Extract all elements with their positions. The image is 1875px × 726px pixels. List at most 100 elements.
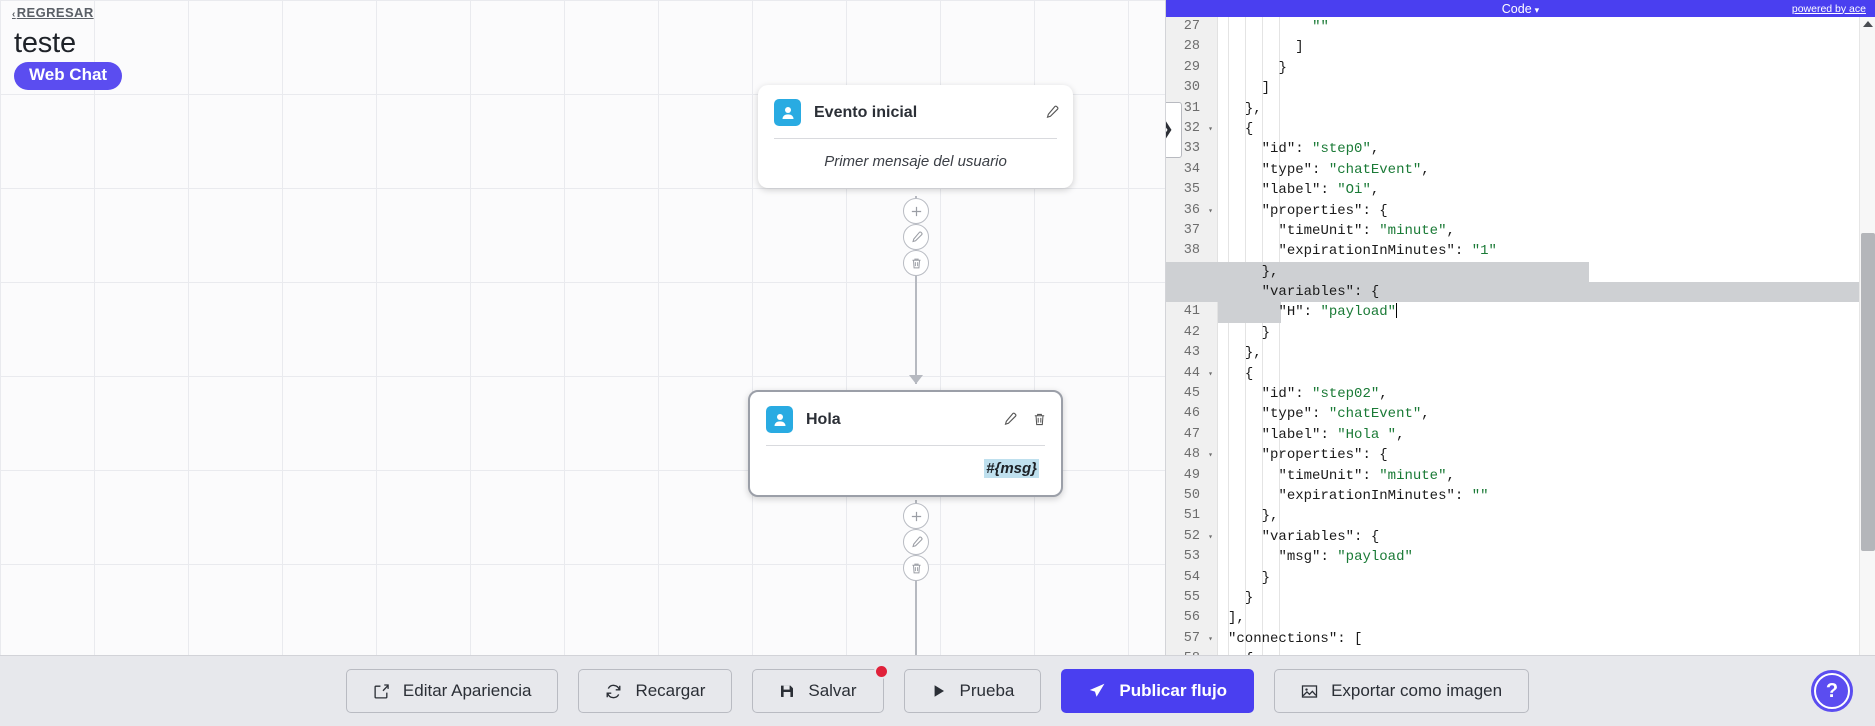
button-label: Salvar (808, 681, 857, 700)
pencil-icon (911, 230, 923, 242)
pencil-icon[interactable] (1044, 105, 1059, 120)
fold-arrow-icon[interactable]: ▾ (1208, 634, 1213, 644)
code-line[interactable]: ] (1261, 80, 1271, 97)
flow-node-hola[interactable]: Hola #{msg} (748, 390, 1063, 497)
line-number: 46 (1183, 406, 1200, 422)
line-number: 28 (1183, 39, 1200, 55)
code-line[interactable]: ], (1228, 610, 1245, 627)
trash-icon[interactable] (1032, 412, 1047, 427)
save-button[interactable]: Salvar (752, 664, 889, 713)
question-mark-icon: ? (1814, 673, 1850, 709)
node-actions (1044, 105, 1059, 120)
code-line[interactable]: } (1261, 569, 1271, 586)
line-number: 37 (1183, 222, 1200, 238)
code-line[interactable]: { (1244, 365, 1254, 382)
code-line[interactable]: "expirationInMinutes": "" (1278, 487, 1489, 504)
connector-actions-2 (903, 503, 929, 581)
fold-arrow-icon[interactable]: ▾ (1208, 369, 1213, 379)
line-number: 38 (1183, 243, 1200, 259)
back-link[interactable]: ‹REGRESAR (12, 5, 94, 20)
editor-scrollbar[interactable] (1859, 17, 1875, 655)
editor-mode-dropdown[interactable]: Code▾ (1166, 2, 1875, 16)
flow-node-evento-inicial[interactable]: Evento inicial Primer mensaje del usuari… (758, 85, 1073, 188)
fold-arrow-icon[interactable]: ▾ (1208, 206, 1213, 216)
code-line[interactable]: } (1244, 589, 1254, 606)
export-image-button[interactable]: Exportar como imagen (1274, 669, 1530, 713)
code-line[interactable]: "variables": { (1166, 282, 1875, 303)
line-number: 27 (1183, 19, 1200, 34)
code-line[interactable]: }, (1166, 261, 1859, 283)
code-line[interactable]: "expirationInMinutes": "1" (1278, 243, 1497, 260)
flow-canvas[interactable]: ‹REGRESAR teste Web Chat Evento inicial (0, 0, 1165, 655)
code-line[interactable]: "properties": { (1261, 202, 1388, 219)
code-line[interactable]: { (1244, 120, 1254, 137)
edit-connector-button[interactable] (903, 529, 929, 555)
code-line[interactable]: "H": "payload" (1218, 302, 1859, 324)
chevron-left-icon: ‹ (12, 9, 16, 20)
code-line[interactable]: }, (1244, 100, 1262, 117)
delete-connector-button[interactable] (903, 250, 929, 276)
fold-arrow-icon[interactable]: ▾ (1208, 532, 1213, 542)
plus-icon (911, 206, 921, 216)
code-line[interactable]: "msg": "payload" (1278, 549, 1413, 566)
node-actions (1002, 412, 1047, 427)
chevron-right-icon: ❯ (1166, 118, 1174, 143)
pencil-icon[interactable] (1002, 412, 1017, 427)
code-line[interactable]: "properties": { (1261, 447, 1388, 464)
code-line[interactable]: "timeUnit": "minute", (1278, 222, 1455, 239)
edit-appearance-button[interactable]: Editar Apariencia (345, 669, 559, 713)
fold-arrow-icon[interactable]: ▾ (1208, 451, 1213, 461)
add-step-button[interactable] (903, 198, 929, 224)
node-title: Evento inicial (814, 103, 918, 121)
publish-flow-button[interactable]: Publicar flujo (1061, 669, 1255, 713)
code-line[interactable]: ] (1295, 39, 1304, 56)
line-number: 52▾ (1166, 527, 1217, 547)
send-icon (1090, 683, 1105, 697)
edit-connector-button[interactable] (903, 224, 929, 250)
caret-up-icon[interactable] (1863, 21, 1873, 27)
line-number: 51 (1183, 508, 1200, 524)
fold-arrow-icon[interactable]: ▾ (1208, 124, 1213, 134)
code-content[interactable]: "" ] } ] }, { "id": "step0", "type": "ch… (1166, 17, 1875, 655)
connector-arrow-1 (909, 375, 923, 384)
line-number: 44▾ (1166, 364, 1217, 384)
code-line[interactable]: }, (1244, 345, 1262, 362)
scrollbar-thumb[interactable] (1861, 233, 1875, 551)
delete-connector-button[interactable] (903, 555, 929, 581)
test-button[interactable]: Prueba (903, 669, 1042, 713)
editor-mode-label: Code (1501, 1, 1532, 16)
code-line[interactable]: }, (1261, 508, 1279, 525)
code-line[interactable]: "label": "Oi", (1261, 182, 1380, 199)
code-line[interactable]: "type": "chatEvent", (1261, 406, 1430, 423)
code-line[interactable]: "id": "step02", (1261, 386, 1388, 403)
code-line[interactable]: { (1218, 649, 1859, 655)
code-line[interactable]: } (1278, 59, 1287, 76)
connector-actions-1 (903, 198, 929, 276)
add-step-button[interactable] (903, 503, 929, 529)
code-line[interactable]: "" (1312, 19, 1329, 35)
line-number: 48▾ (1166, 445, 1217, 465)
line-number: 45 (1183, 386, 1200, 402)
code-line[interactable]: "label": "Hola ", (1261, 426, 1405, 443)
line-number: 36▾ (1166, 201, 1217, 221)
line-number: 43 (1183, 345, 1200, 361)
code-line[interactable]: "variables": { (1261, 528, 1380, 545)
code-line[interactable]: } (1261, 324, 1271, 341)
code-fold-toggle[interactable]: ❯ (1166, 102, 1182, 158)
code-line[interactable]: "timeUnit": "minute", (1278, 467, 1455, 484)
code-line[interactable]: "type": "chatEvent", (1261, 161, 1430, 178)
code-line[interactable]: "connections": [ (1228, 630, 1363, 647)
reload-button[interactable]: Recargar (578, 669, 733, 713)
powered-by-ace-link[interactable]: powered by ace (1791, 2, 1866, 15)
line-number: 57▾ (1166, 629, 1217, 649)
line-number: 47 (1183, 426, 1200, 442)
node-header: Evento inicial (758, 85, 1073, 138)
help-button[interactable]: ? (1811, 670, 1853, 712)
button-label: Editar Apariencia (402, 681, 532, 700)
unsaved-changes-badge (873, 664, 889, 679)
code-line[interactable]: "id": "step0", (1261, 141, 1380, 158)
